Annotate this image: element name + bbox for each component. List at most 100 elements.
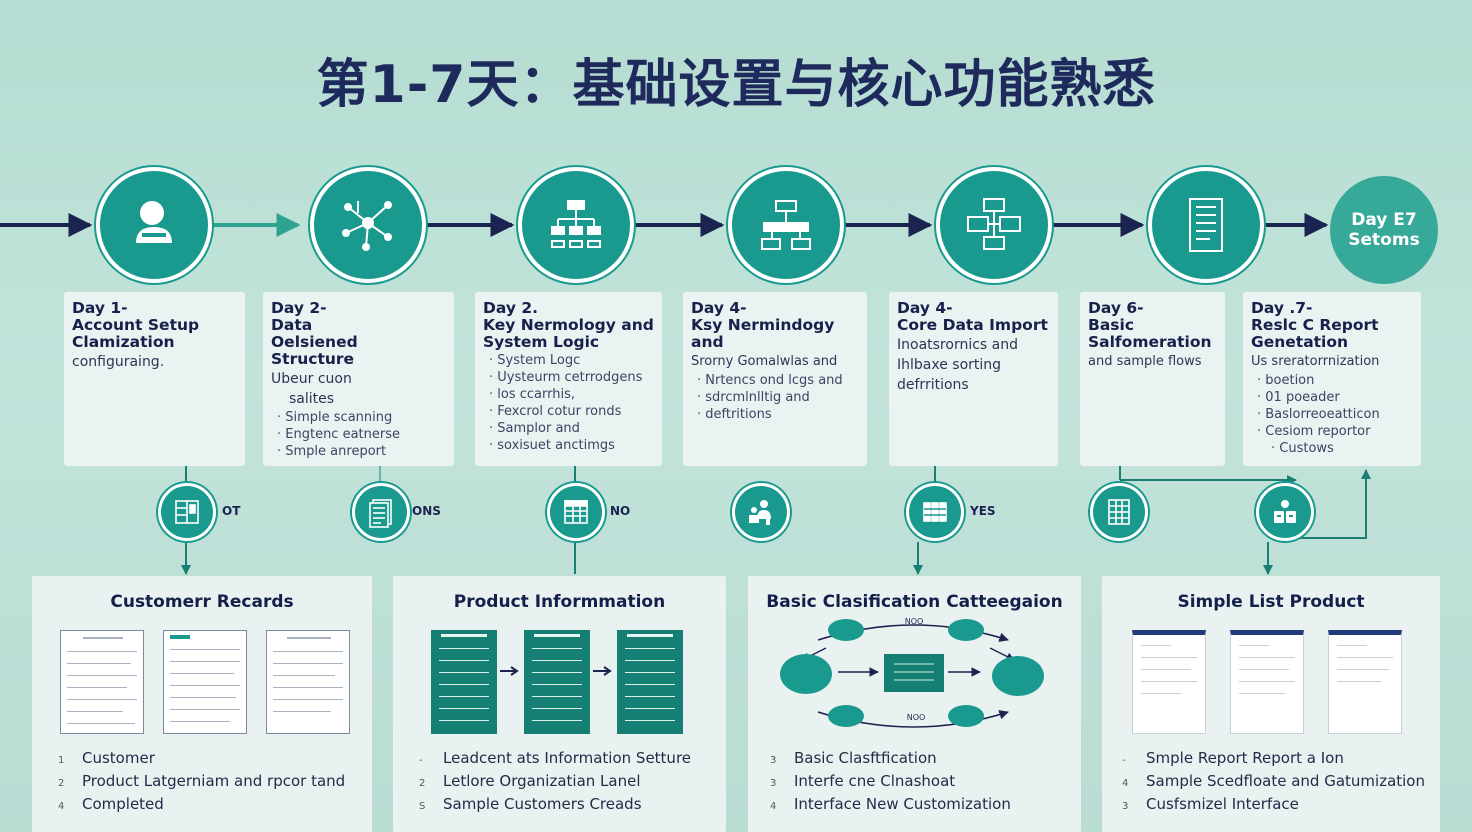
list-page-2: [1230, 630, 1304, 734]
card-7-bullet-4: Cesiom reportor: [1251, 423, 1413, 440]
step-circle-1[interactable]: [96, 167, 212, 283]
day-card-7: Day .7- Reslc C Report Genetation Us sre…: [1243, 292, 1421, 466]
cabinet-icon: [175, 500, 199, 524]
card-2-head-1: Day 2-: [271, 299, 327, 317]
card-2-bullet-3: Smple anreport: [271, 443, 446, 460]
panel-simple-list-product: Simple List Product -Smple Report Report…: [1102, 576, 1440, 832]
step-circle-2[interactable]: [310, 167, 426, 283]
decision-circle-6[interactable]: [1090, 483, 1148, 541]
card-4-bullet-3: deftritions: [691, 406, 859, 423]
card-1-head-2: Account Setup: [72, 316, 200, 334]
day-card-2: Day 2- Data Oelsiened Structure Ubeur cu…: [263, 292, 454, 466]
card-2-bullet-1: Simple scanning: [271, 409, 446, 426]
flowchart-icon: [761, 200, 811, 250]
card-5-sub-2: Ihlbaxe sorting: [897, 357, 1002, 373]
person-icon: [136, 201, 172, 243]
product-sheet-2: [524, 630, 590, 734]
card-3-bullet-6: soxisuet anctimgs: [483, 437, 654, 454]
step-7-line-1: Day E7: [1351, 209, 1417, 230]
decision-label-5: YES: [970, 504, 996, 518]
customer-form-3: [266, 630, 350, 734]
product-sheet-1: [431, 630, 497, 734]
day-card-4: Day 4- Ksy Nermindogy and Srorny Gomalwl…: [683, 292, 867, 466]
card-7-sub-1: Us sreratorrnization: [1251, 354, 1380, 369]
card-3-head-3: System Logic: [483, 333, 600, 351]
panel-2-item: -Leadcent ats Information Setture: [419, 749, 692, 767]
panel-2-title: Product Informmation: [453, 592, 666, 612]
card-7-bullet-3: Baslorreoeatticon: [1251, 406, 1413, 423]
panel-4-title: Simple List Product: [1177, 592, 1365, 612]
day-card-3: Day 2. Key Nermology and System Logic Sy…: [475, 292, 662, 466]
page-title: 第1-7天：基础设置与核心功能熟悉: [316, 55, 1156, 115]
card-3-bullet-4: Fexcrol cotur ronds: [483, 403, 654, 420]
card-2-sub-1: Ubeur cuon: [271, 371, 352, 387]
card-7-head-2: Reslc C Report: [1251, 316, 1379, 334]
card-3-bullet-1: System Logc: [483, 352, 654, 369]
list-page-3: [1328, 630, 1402, 734]
card-1-sub-1: configuraing.: [72, 354, 165, 370]
card-7-bullet-2: 01 poeader: [1251, 389, 1413, 406]
step-circle-6[interactable]: [1148, 167, 1264, 283]
card-4-bullet-2: sdrcmlnlltig and: [691, 389, 859, 406]
card-7-head-1: Day .7-: [1251, 299, 1313, 317]
card-3-head-2: Key Nermology and: [483, 316, 654, 334]
decision-label-2: ONS: [412, 504, 441, 518]
panel-1-title: Customerr Recards: [110, 592, 294, 612]
step-circle-5[interactable]: [936, 167, 1052, 283]
step-circle-7[interactable]: Day E7 Setoms: [1330, 176, 1438, 284]
card-4-sub-1: Srorny Gomalwlas and: [691, 354, 838, 369]
decision-label-1: OT: [222, 504, 241, 518]
card-1-head-3: Clamization: [72, 333, 175, 351]
list-page-1: [1132, 630, 1206, 734]
data-import-icon: [967, 198, 1021, 250]
card-6-head-2: Basic: [1088, 316, 1135, 334]
panel-product-information: Product Informmation -Leadcent ats Infor…: [393, 576, 726, 832]
diagram-bottom-label: NOO: [907, 713, 926, 722]
panel-basic-classification: Basic Clasification Catteegaion NOO NOO …: [748, 576, 1081, 832]
card-3-bullet-2: Uysteurm cetrrodgens: [483, 369, 654, 386]
card-4-bullet-1: Nrtencs ond lcgs and: [691, 372, 859, 389]
card-2-bullet-2: Engtenc eatnerse: [271, 426, 446, 443]
decision-circle-5[interactable]: [906, 483, 964, 541]
customer-form-2: [163, 630, 247, 734]
customer-form-1: [60, 630, 144, 734]
product-arrows: [500, 666, 612, 676]
decision-circle-2[interactable]: [352, 483, 410, 541]
decision-circle-1[interactable]: [158, 483, 216, 541]
card-7-head-3: Genetation: [1251, 333, 1349, 351]
card-3-bullet-3: los ccarrhis,: [483, 386, 654, 403]
product-sheet-3: [617, 630, 683, 734]
card-2-head-2: Data: [271, 316, 313, 334]
card-5-sub-1: Inoatsrornics and: [897, 337, 1018, 353]
decision-label-3: NO: [610, 504, 631, 518]
network-icon: [342, 201, 392, 251]
card-7-bullet-5: Custows: [1251, 440, 1413, 457]
step-7-line-2: Setoms: [1348, 230, 1420, 250]
card-6-head-1: Day 6-: [1088, 299, 1144, 317]
day-card-5: Day 4- Core Data Import Inoatsrornics an…: [889, 292, 1058, 466]
card-3-head-1: Day 2.: [483, 299, 539, 317]
decision-circle-4[interactable]: [732, 483, 790, 541]
document-icon: [1189, 198, 1223, 252]
report-icon: [369, 499, 392, 528]
card-1-head-1: Day 1-: [72, 299, 128, 317]
decision-circle-7[interactable]: [1256, 483, 1314, 541]
table-icon: [564, 500, 588, 524]
card-6-sub-1: and sample flows: [1088, 354, 1202, 369]
step-circle-3[interactable]: [518, 167, 634, 283]
card-6-head-3: Salfomeration: [1088, 333, 1212, 351]
step-circle-4[interactable]: [728, 167, 844, 283]
card-3-bullet-5: Samplor and: [483, 420, 654, 437]
briefcase-icon: [1274, 500, 1296, 523]
decision-circle-3[interactable]: [547, 483, 605, 541]
team-icon: [749, 500, 771, 525]
day-card-6: Day 6- Basic Salfomeration and sample fl…: [1080, 292, 1225, 466]
card-5-sub-3: defrritions: [897, 377, 969, 393]
